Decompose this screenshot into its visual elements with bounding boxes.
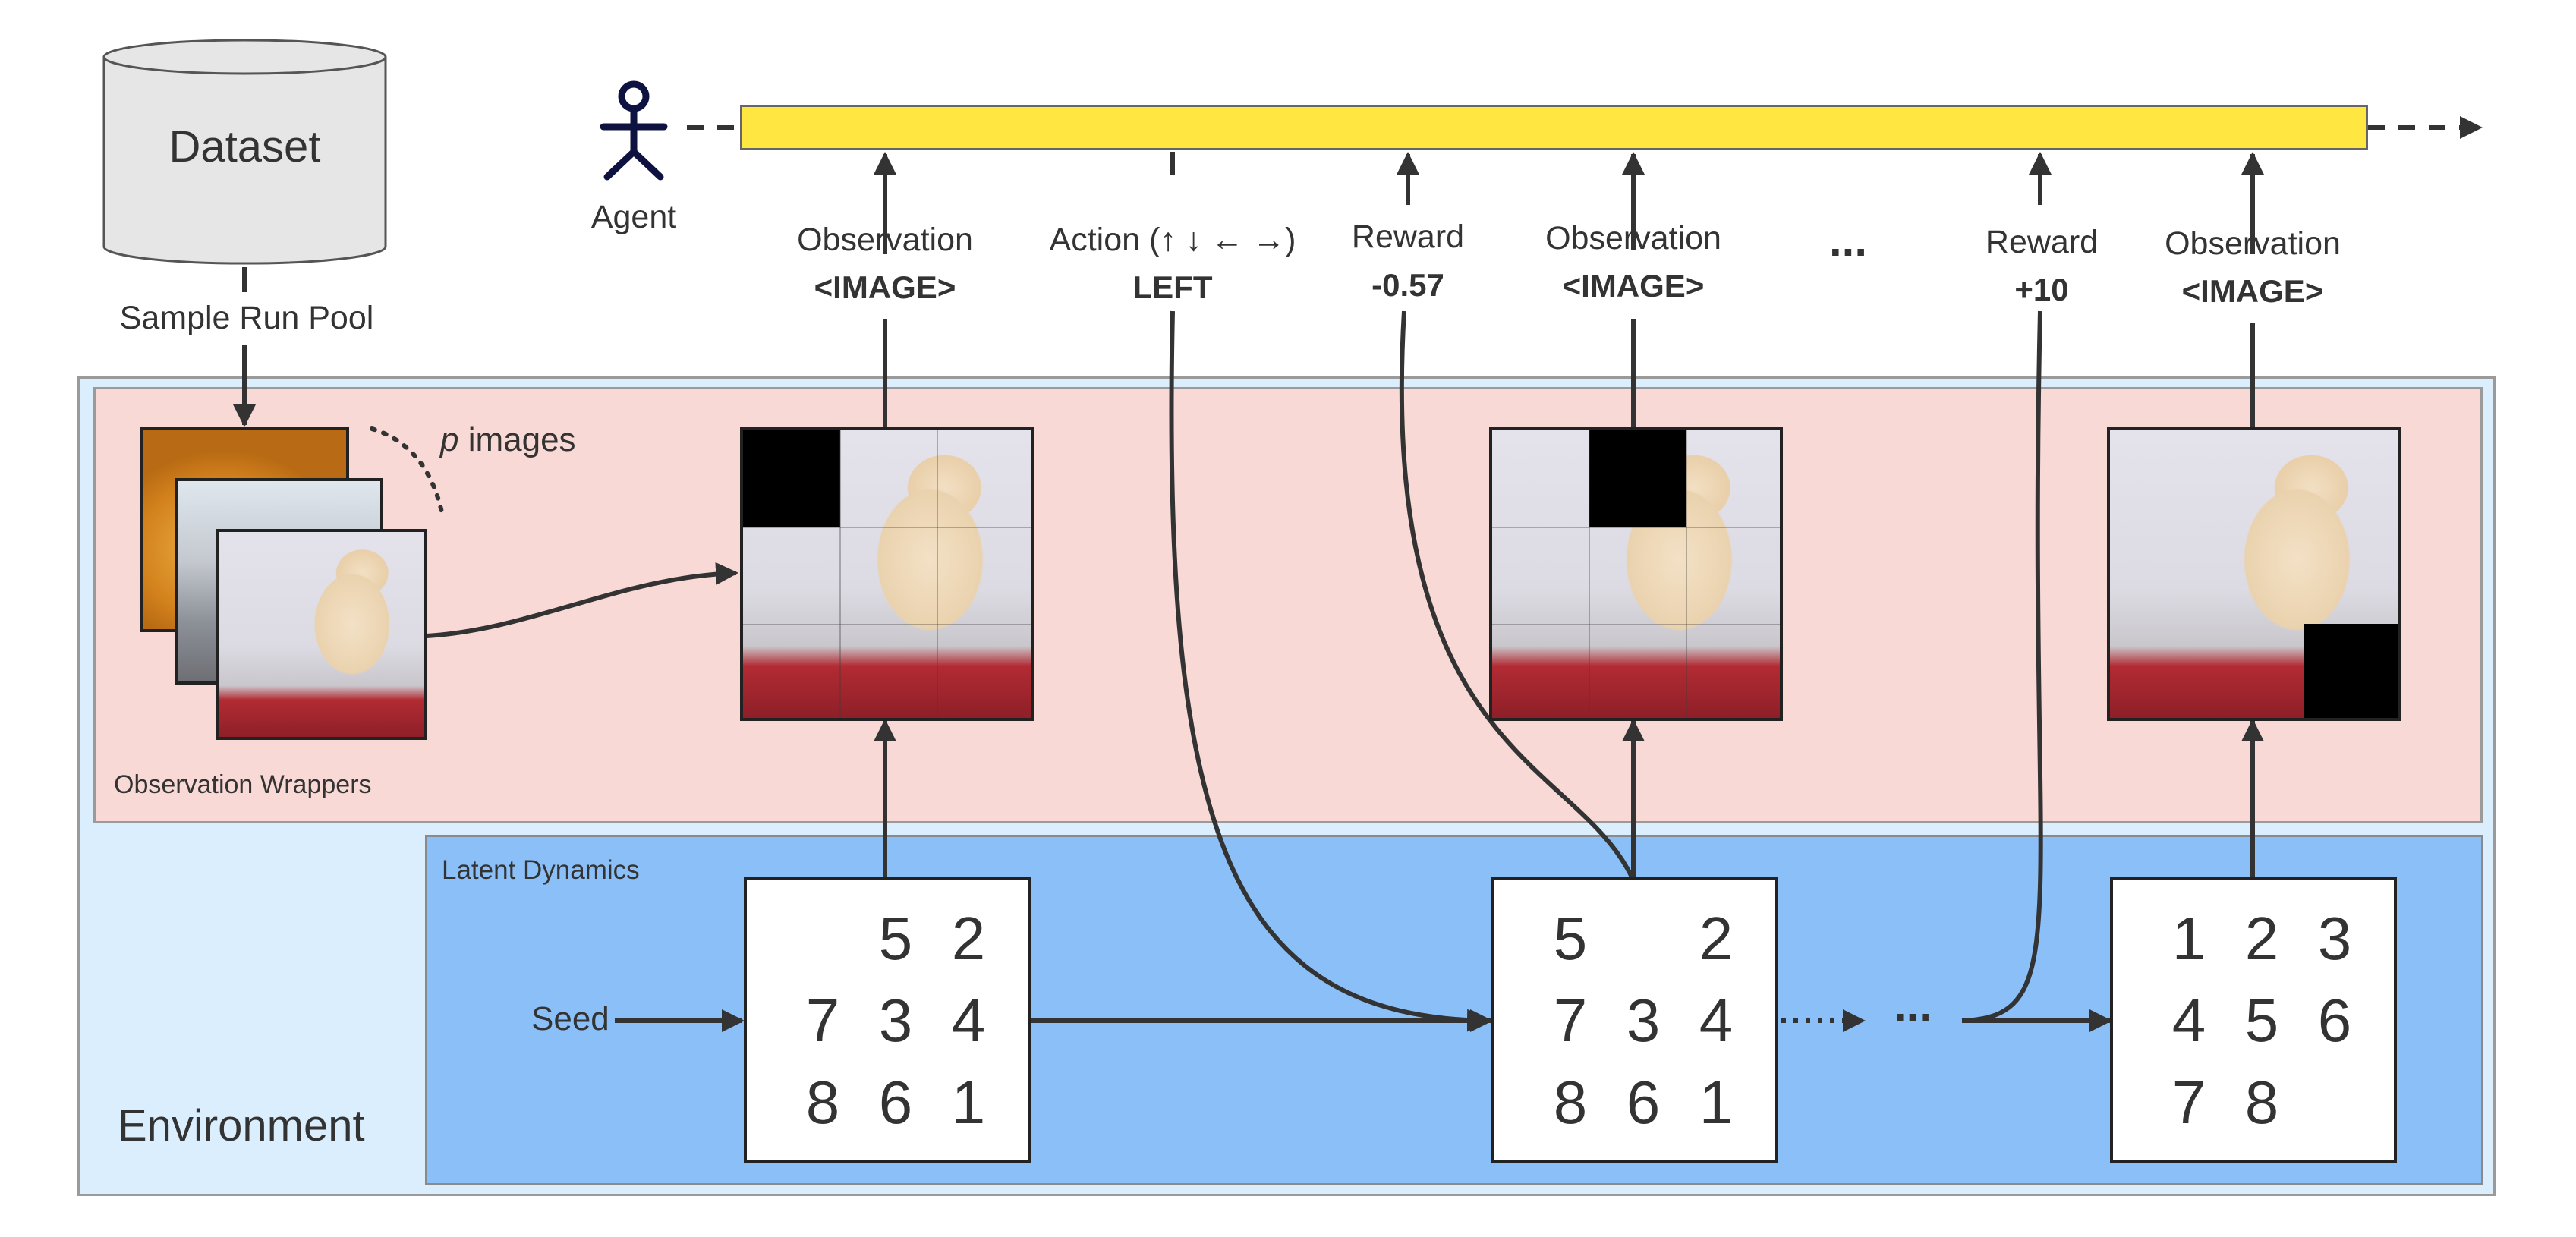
board-cell: 2 <box>2244 905 2279 972</box>
board-cell: 6 <box>1626 1069 1661 1136</box>
board-cell: 1 <box>2171 905 2206 972</box>
timeline-5-title: Reward <box>1985 224 2099 260</box>
agent-timeline-bar <box>740 105 2368 150</box>
board-cell: 2 <box>951 905 986 972</box>
timeline-3-title: Observation <box>1545 220 1721 257</box>
board-cell: 7 <box>805 987 840 1054</box>
puzzle-board-3: 1 2 3 4 5 6 7 8 <box>2110 877 2397 1163</box>
board-cell: 3 <box>2317 905 2352 972</box>
timeline-6-title: Observation <box>2165 225 2341 262</box>
puzzle-board-1: 5 2 7 3 4 8 6 1 <box>744 877 1031 1163</box>
latent-dynamics-label: Latent Dynamics <box>442 855 640 885</box>
dataset-cylinder-icon <box>102 39 387 265</box>
timeline-0-value: <IMAGE> <box>814 269 956 305</box>
board-cell: 3 <box>1626 987 1661 1054</box>
board-cell: 6 <box>878 1069 913 1136</box>
board-cell: 3 <box>878 987 913 1054</box>
timeline-0-title: Observation <box>797 222 973 258</box>
environment-label: Environment <box>118 1101 365 1150</box>
board-cell: 7 <box>2171 1069 2206 1136</box>
board-cell: 8 <box>805 1069 840 1136</box>
timeline-1-title: Action (↑ ↓ ← →) <box>1049 222 1296 258</box>
board-cell <box>2298 1062 2371 1144</box>
timeline-5-value: +10 <box>2014 272 2069 307</box>
stack-image-poodle <box>216 529 427 740</box>
board-cell <box>1607 898 1680 980</box>
p-images-label: p images <box>440 421 576 458</box>
timeline-2-title: Reward <box>1351 219 1465 255</box>
board-cell: 6 <box>2317 987 2352 1054</box>
sample-run-pool-label: Sample Run Pool <box>119 300 374 336</box>
timeline-6-value: <IMAGE> <box>2181 273 2324 309</box>
board-cell: 8 <box>1553 1069 1588 1136</box>
timeline-ellipsis: ... <box>1828 215 1867 266</box>
observation-image-3 <box>2107 427 2401 721</box>
board-cell: 4 <box>2171 987 2206 1054</box>
timeline-2-value: -0.57 <box>1371 267 1444 303</box>
agent-label: Agent <box>590 199 677 235</box>
dataset-label: Dataset <box>168 122 321 172</box>
timeline-3-value: <IMAGE> <box>1562 268 1705 304</box>
observation-image-1 <box>740 427 1034 721</box>
observation-wrappers-label: Observation Wrappers <box>114 770 372 799</box>
board-cell: 5 <box>2244 987 2279 1054</box>
timeline-1-value: LEFT <box>1132 269 1213 305</box>
board-cell: 4 <box>951 987 986 1054</box>
board-cell: 5 <box>1553 905 1588 972</box>
board-cell <box>786 898 859 980</box>
board-cell: 4 <box>1699 987 1734 1054</box>
seed-label: Seed <box>531 1000 609 1037</box>
observation-image-2 <box>1489 427 1783 721</box>
agent-stick-figure-icon <box>600 80 668 181</box>
puzzle-board-2: 5 2 7 3 4 8 6 1 <box>1491 877 1778 1163</box>
board-cell: 7 <box>1553 987 1588 1054</box>
board-cell: 1 <box>951 1069 986 1136</box>
board-cell: 2 <box>1699 905 1734 972</box>
latent-ellipsis: ... <box>1893 980 1932 1031</box>
board-cell: 1 <box>1699 1069 1734 1136</box>
board-cell: 8 <box>2244 1069 2279 1136</box>
board-cell: 5 <box>878 905 913 972</box>
